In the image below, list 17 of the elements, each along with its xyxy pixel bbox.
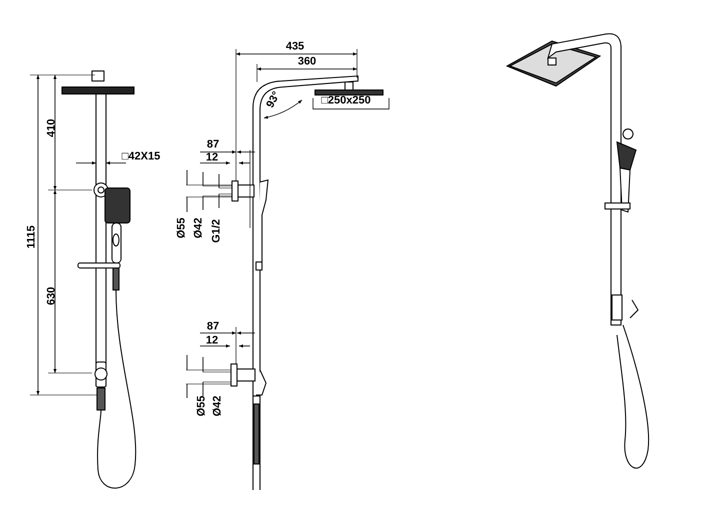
dimension-label: 87 bbox=[206, 140, 220, 150]
dimension-label: 360 bbox=[298, 56, 316, 68]
dimension-label: Ø42 bbox=[194, 218, 204, 238]
dimension-label: 410 bbox=[46, 118, 58, 138]
dimension-label: □250x250 bbox=[321, 96, 371, 106]
dimension-label: Ø55 bbox=[176, 218, 188, 238]
dimension-label: 12 bbox=[206, 336, 218, 346]
dimension-label: 87 bbox=[206, 322, 220, 332]
dimension-label: □42X15 bbox=[122, 152, 160, 162]
dimension-label: 630 bbox=[46, 286, 58, 306]
dimension-label: 435 bbox=[286, 42, 304, 52]
dimension-label: 1115 bbox=[26, 225, 38, 249]
dimension-label: 93° bbox=[265, 90, 283, 110]
dimension-label: 12 bbox=[206, 152, 218, 164]
dimension-label: G1/2 bbox=[212, 219, 222, 243]
dimension-label: Ø55 bbox=[196, 396, 208, 416]
dimension-label: Ø42 bbox=[212, 396, 224, 416]
